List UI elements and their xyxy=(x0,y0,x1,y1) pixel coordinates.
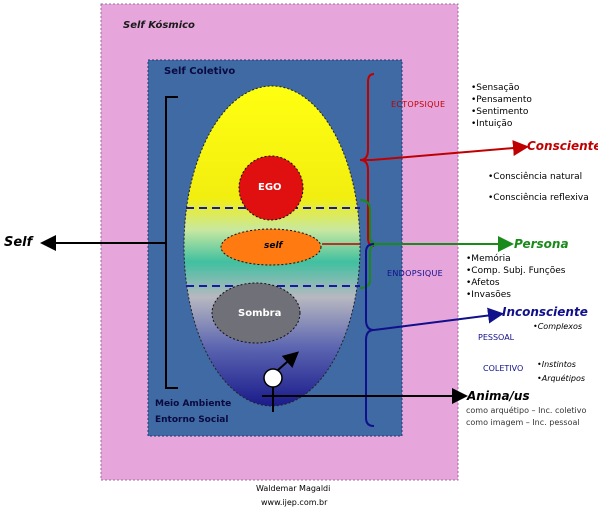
persona-item: •Memória xyxy=(466,254,511,264)
function-item: •Sentimento xyxy=(471,107,529,117)
consciente-arrow xyxy=(360,140,529,161)
anima-line: como imagem – Inc. pessoal xyxy=(466,418,580,427)
function-item: •Pensamento xyxy=(471,95,532,105)
consciente-title: Consciente xyxy=(527,139,598,153)
function-item: •Intuição xyxy=(471,119,513,129)
persona-title: Persona xyxy=(514,237,569,251)
persona-item: •Comp. Subj. Funções xyxy=(466,266,566,276)
self-label: self xyxy=(264,241,283,251)
self-left-label: Self xyxy=(4,235,33,250)
coletivo-label: COLETIVO xyxy=(483,364,524,373)
ego-circle xyxy=(238,155,304,221)
instintos-item: •Instintos xyxy=(537,360,576,369)
persona-item: •Invasões xyxy=(466,290,511,300)
endopsique-label: ENDOPSIQUE xyxy=(387,269,443,278)
function-item: •Sensação xyxy=(471,83,520,93)
environment-label-1: Meio Ambiente xyxy=(155,399,232,409)
kosmic-label: Self Kósmico xyxy=(123,20,195,31)
anima-head xyxy=(263,368,283,388)
ectopsique-label: ECTOPSIQUE xyxy=(391,100,446,109)
anima-title: Anima/us xyxy=(467,389,530,403)
complexos-item: •Complexos xyxy=(533,322,583,331)
anima-line: como arquétipo – Inc. coletivo xyxy=(466,406,587,415)
inconsciente-arrow xyxy=(373,307,504,331)
inconsciente-title: Inconsciente xyxy=(502,305,588,319)
self-ellipse xyxy=(220,228,322,266)
persona-item: •Afetos xyxy=(466,278,500,288)
arquetipos-item: •Arquétipos xyxy=(537,374,586,383)
collective-label: Self Coletivo xyxy=(164,66,236,77)
ego-label: EGO xyxy=(258,182,282,193)
shadow-label: Sombra xyxy=(238,308,282,319)
consciente-item: •Consciência natural xyxy=(488,172,583,182)
consciente-item: •Consciência reflexiva xyxy=(488,193,589,203)
pessoal-label: PESSOAL xyxy=(478,333,515,342)
environment-label-2: Entorno Social xyxy=(155,415,229,425)
shadow-ellipse xyxy=(211,282,301,344)
footer-author: Waldemar Magaldi xyxy=(256,484,331,493)
footer-site: www.ijep.com.br xyxy=(261,498,328,507)
anima-male-arrow xyxy=(277,351,299,371)
